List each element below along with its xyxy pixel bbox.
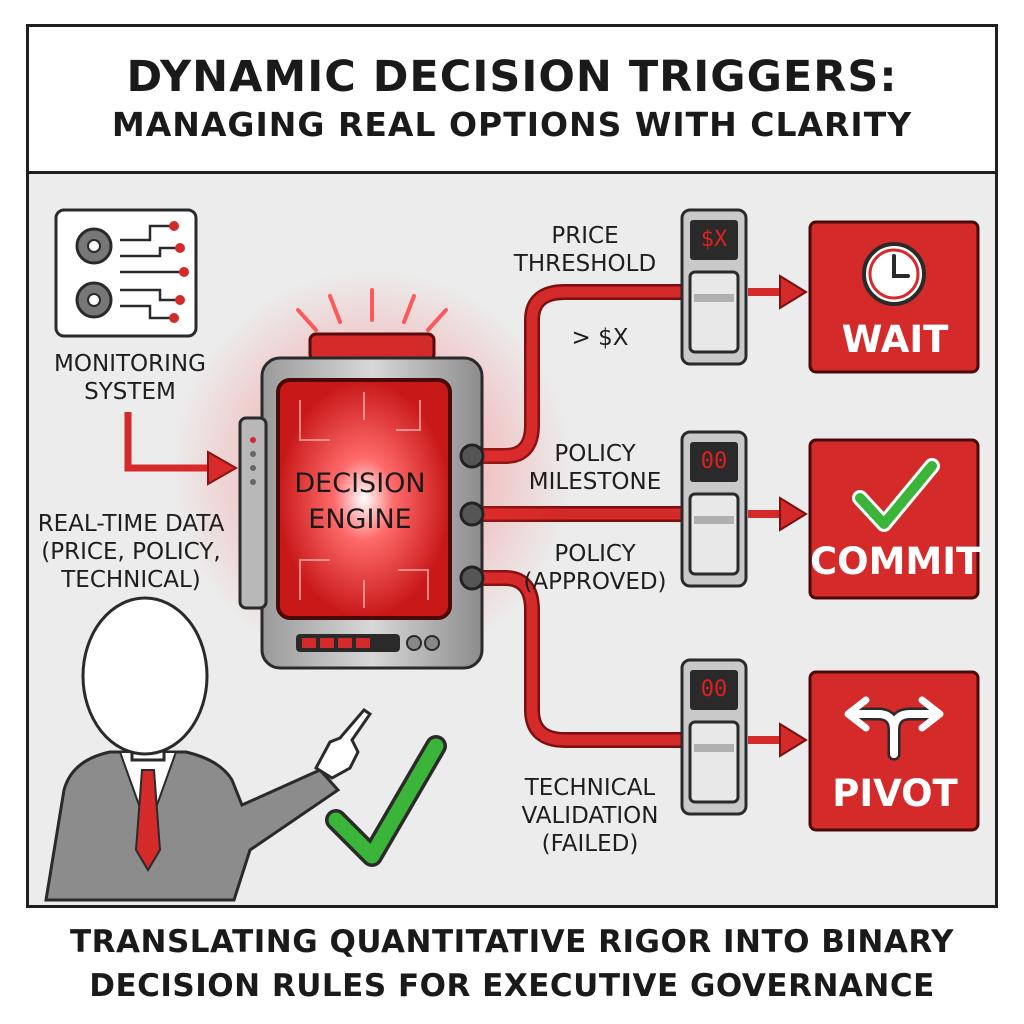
price-line1: PRICE (551, 223, 619, 249)
policy-status-line2: (APPROVED) (523, 569, 667, 595)
clock-icon (862, 242, 926, 306)
monitoring-system-label: MONITORING SYSTEM (40, 350, 220, 406)
monitoring-line1: MONITORING (54, 351, 206, 377)
data-input-line1: REAL-TIME DATA (37, 511, 225, 537)
data-input-line3: TECHNICAL) (61, 567, 201, 593)
executive-figure (44, 596, 373, 902)
decision-engine-label: DECISION ENGINE (275, 466, 445, 538)
pivot-label: PIVOT (832, 772, 958, 815)
data-input-line2: (PRICE, POLICY, (41, 539, 221, 565)
trigger-switch-technical (680, 658, 748, 816)
technical-line1: TECHNICAL (524, 775, 656, 801)
engine-line1: DECISION (294, 468, 426, 499)
trigger-switch-price (680, 208, 748, 366)
trigger-switch-policy (680, 430, 748, 588)
technical-display: 00 (700, 677, 728, 702)
policy-milestone-label: POLICY MILESTONE (510, 440, 680, 496)
engine-ports (459, 443, 485, 591)
outcome-arrows (748, 274, 808, 758)
footer-caption: TRANSLATING QUANTITATIVE RIGOR INTO BINA… (0, 920, 1024, 1008)
outcome-box-commit (808, 438, 980, 600)
technical-line2: VALIDATION (521, 803, 659, 829)
monitoring-system-icon (54, 208, 198, 338)
footer-line2: DECISION RULES FOR EXECUTIVE GOVERNANCE (89, 968, 935, 1004)
price-threshold-label: PRICE THRESHOLD (510, 222, 660, 278)
gear-icon (75, 227, 113, 319)
title-banner: DYNAMIC DECISION TRIGGERS: MANAGING REAL… (26, 24, 998, 174)
pointing-hand (314, 708, 373, 780)
monitoring-line2: SYSTEM (84, 379, 176, 405)
policy-line1: POLICY (554, 441, 636, 467)
technical-validation-label: TECHNICAL VALIDATION (FAILED) (505, 774, 675, 858)
price-condition-label: > $X (571, 325, 629, 351)
outcome-box-pivot (808, 670, 980, 832)
footer-line1: TRANSLATING QUANTITATIVE RIGOR INTO BINA… (70, 924, 954, 960)
policy-display: 00 (700, 449, 728, 474)
page-title: DYNAMIC DECISION TRIGGERS: (126, 52, 898, 102)
decision-engine (172, 270, 572, 670)
page-subtitle: MANAGING REAL OPTIONS WITH CLARITY (111, 105, 913, 144)
policy-line2: MILESTONE (528, 469, 662, 495)
wait-label: WAIT (841, 318, 949, 361)
pivot-arrows-icon (844, 696, 944, 761)
outcome-box-wait (808, 220, 980, 374)
engine-line2: ENGINE (308, 504, 412, 535)
price-line2: THRESHOLD (513, 251, 657, 277)
policy-status-line1: POLICY (554, 541, 636, 567)
price-display: $X (700, 227, 728, 252)
policy-status-label: POLICY (APPROVED) (520, 540, 670, 596)
data-input-label: REAL-TIME DATA (PRICE, POLICY, TECHNICAL… (24, 510, 238, 594)
technical-line3: (FAILED) (541, 831, 639, 857)
commit-label: COMMIT (810, 540, 982, 583)
